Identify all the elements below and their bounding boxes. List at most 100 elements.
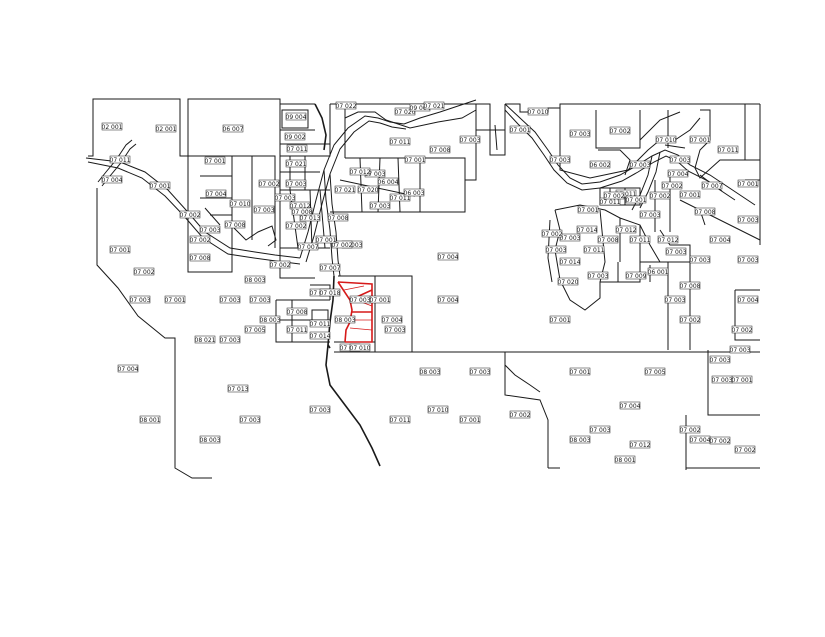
parcel-label-text: 07 008	[292, 209, 313, 216]
parcel-label: 06 001	[648, 267, 669, 276]
parcel-label: 07 004	[438, 252, 459, 261]
parcel-label-text: 08 001	[615, 457, 636, 464]
parcel-label-box	[259, 315, 281, 324]
parcel-label: 07 011	[287, 325, 308, 334]
parcel-label-text: 07 002	[680, 317, 701, 324]
parcel-label-text: 07 001	[510, 127, 531, 134]
parcel-label-box	[649, 191, 671, 200]
parcel-label-box	[569, 367, 591, 376]
parcel-label: 07 010	[230, 199, 251, 208]
parcel-label-box	[737, 179, 759, 188]
parcel-label-box	[349, 167, 371, 176]
parcel-label-text: 07 007	[298, 244, 319, 251]
parcel-label-box	[667, 169, 689, 178]
parcel-label-text: 07 003	[350, 297, 371, 304]
parcel-label-text: 09 002	[285, 134, 306, 141]
parcel-label-box	[381, 315, 403, 324]
parcel-label-text: 08 021	[195, 337, 216, 344]
parcel-label-box	[469, 367, 491, 376]
parcel-label-box	[589, 160, 611, 169]
parcel-label-box	[615, 225, 637, 234]
parcel-label-text: 07 003	[640, 212, 661, 219]
parcel-label-text: 07 002	[180, 212, 201, 219]
parcel-label-box	[569, 129, 591, 138]
parcel-label-text: 07 003	[310, 407, 331, 414]
parcel-label-text: 07 008	[695, 209, 716, 216]
parcel-label-box	[625, 195, 647, 204]
parcel-label-text: 07 001	[165, 297, 186, 304]
parcel-label: 07 012	[615, 225, 637, 234]
parcel-label-text: 07 013	[228, 386, 249, 393]
parcel-label-text: 07 014	[577, 227, 598, 234]
parcel-label: 07 003	[730, 345, 751, 354]
parcel-label-text: 07 018	[320, 290, 341, 297]
parcel-label-text: 07 001	[732, 377, 753, 384]
parcel-label: 09 004	[286, 112, 307, 121]
parcel-label: 02 001	[102, 122, 123, 131]
parcel-label-box	[689, 135, 711, 144]
parcel-label-text: 08 003	[335, 317, 356, 324]
parcel-label: 07 004	[737, 295, 759, 304]
parcel-label-text: 07 021	[335, 187, 356, 194]
parcel-label-text: 07 003	[240, 417, 261, 424]
parcel-label: 07 002	[270, 260, 291, 269]
parcel-label-text: 07 001	[570, 369, 591, 376]
parcel-label-box	[179, 210, 201, 219]
parcel-label-text: 07 005	[245, 327, 266, 334]
parcel-label-text: 02 001	[102, 124, 123, 131]
parcel-label-box	[437, 295, 459, 304]
parcel-label-text: 06 001	[648, 269, 669, 276]
parcel-label: 07 004	[102, 175, 123, 184]
parcel-label-text: 07 003	[730, 347, 751, 354]
parcel-label-box	[164, 295, 186, 304]
parcel-label-text: 07 002	[650, 193, 671, 200]
parcel-label: 07 003	[130, 295, 151, 304]
parcel-label-box	[331, 240, 353, 249]
parcel-label: 07 010	[428, 405, 449, 414]
parcel-label-text: 07 004	[118, 366, 139, 373]
parcel-label-text: 07 011	[718, 147, 739, 154]
parcel-label-box	[369, 201, 391, 210]
parcel-label-text: 06 003	[404, 190, 425, 197]
parcel-label: 07 003	[220, 295, 241, 304]
parcel-label: 07 003	[569, 129, 591, 138]
parcel-label-box	[253, 205, 275, 214]
parcel-label-text: 07 010	[350, 345, 371, 352]
parcel-label: 07 002	[662, 181, 683, 190]
parcel-label-text: 07 003	[254, 207, 275, 214]
parcel-label-box	[619, 401, 641, 410]
parcel-label: 07 001	[460, 415, 481, 424]
parcel-label: 07 003	[738, 255, 759, 264]
parcel-label-box	[701, 181, 723, 190]
parcel-label: 08 003	[335, 315, 356, 324]
parcel-label-box	[258, 179, 280, 188]
parcel-label-box	[224, 220, 246, 229]
parcel-label-box	[629, 160, 651, 169]
parcel-label-text: 07 002	[270, 262, 291, 269]
parcel-label-box	[639, 210, 661, 219]
parcel-label-text: 07 002	[510, 412, 531, 419]
parcel-label-text: 07 001	[205, 158, 226, 165]
parcel-label: 07 011	[718, 145, 739, 154]
parcel-label-text: 06 007	[223, 126, 244, 133]
parcel-label-box	[689, 435, 711, 444]
parcel-label: 07 020	[558, 277, 579, 286]
parcel-label-box	[737, 295, 759, 304]
parcel-label: 07 002	[179, 210, 201, 219]
parcel-label-box	[609, 126, 631, 135]
parcel-label-box	[679, 425, 701, 434]
parcel-label-box	[569, 435, 591, 444]
parcel-label-text: 07 020	[358, 187, 379, 194]
parcel-label-text: 02 001	[156, 126, 177, 133]
parcel-label-box	[349, 295, 371, 304]
parcel-label-text: 07 004	[668, 171, 689, 178]
parcel-label-box	[423, 101, 445, 110]
parcel-label: 07 002	[604, 191, 625, 200]
parcel-label-text: 07 003	[666, 249, 687, 256]
parcel-label-text: 07 002	[286, 223, 307, 230]
parcel-label-text: 07 011	[310, 321, 331, 328]
parcel-label-box	[199, 435, 221, 444]
parcel-label: 07 002	[542, 229, 563, 238]
parcel-label: 08 003	[245, 275, 266, 284]
